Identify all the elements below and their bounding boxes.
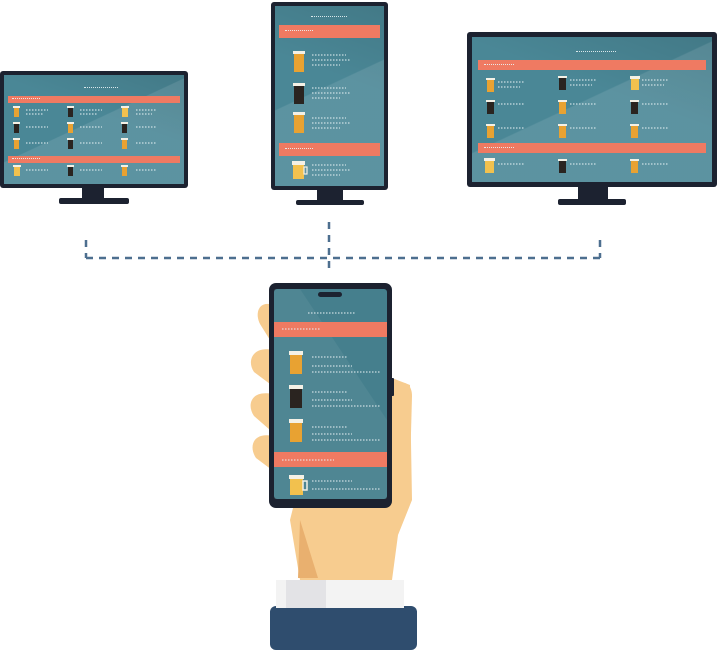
left-monitor-screen: [4, 75, 184, 184]
right-monitor-screen: [472, 37, 712, 182]
beer-glass-icon: [13, 138, 20, 149]
right-monitor-stand: [578, 187, 608, 199]
menu-banner: [478, 143, 706, 153]
beer-glass-icon: [67, 138, 74, 149]
beer-glass-icon: [293, 83, 305, 104]
phone-speaker-notch: [318, 292, 342, 297]
menu-banner: [8, 96, 180, 103]
beer-glass-icon: [630, 124, 639, 138]
left-monitor: [0, 71, 188, 188]
phone-screen: [274, 289, 387, 499]
beer-glass-icon: [121, 122, 128, 133]
beer-glass-icon: [67, 122, 74, 133]
beer-glass-icon: [121, 165, 128, 176]
right-monitor-beers: [484, 76, 640, 173]
center-portrait-monitor: [271, 2, 388, 190]
menu-banner: [478, 60, 706, 70]
beer-glass-icon: [289, 351, 303, 374]
beer-glass-icon: [558, 100, 567, 114]
beer-glass-icon: [486, 78, 495, 92]
beer-glass-icon: [486, 100, 495, 114]
left-monitor-base: [59, 198, 129, 204]
beer-mug-icon: [13, 165, 21, 176]
beer-glass-icon: [630, 159, 639, 173]
menu-banner: [279, 25, 380, 38]
beer-glass-icon: [293, 112, 305, 133]
beer-glass-icon: [486, 124, 495, 138]
beer-glass-icon: [293, 51, 305, 72]
beer-glass-icon: [558, 124, 567, 138]
center-monitor-screen: [275, 6, 384, 186]
beer-glass-icon: [289, 385, 303, 408]
beer-glass-icon: [121, 138, 128, 149]
beer-mug-icon: [484, 158, 495, 173]
center-monitor-stand: [317, 190, 343, 200]
right-monitor: [467, 32, 717, 187]
beer-mug-icon: [289, 475, 308, 495]
beer-glass-icon: [289, 419, 303, 442]
center-monitor-base: [296, 200, 364, 205]
beer-glass-icon: [67, 106, 74, 117]
menu-banner: [279, 143, 380, 156]
right-monitor-base: [558, 199, 626, 205]
beer-glass-icon: [558, 159, 567, 173]
beer-glass-icon: [13, 106, 20, 117]
center-monitor-beers: [292, 51, 308, 179]
phone-beer-list: [289, 351, 308, 495]
beer-glass-icon: [558, 76, 567, 90]
beer-mug-icon: [292, 161, 308, 179]
menu-banner: [274, 322, 387, 337]
menu-banner: [8, 156, 180, 163]
beer-mug-icon: [630, 76, 640, 90]
thumb: [388, 382, 412, 499]
beer-glass-icon: [67, 165, 74, 176]
beer-glass-icon: [13, 122, 20, 133]
beer-glass-icon: [630, 100, 639, 114]
left-monitor-beers: [13, 106, 129, 176]
suit-sleeve: [270, 606, 417, 650]
left-monitor-stand: [82, 188, 104, 198]
beer-mug-icon: [121, 106, 129, 117]
